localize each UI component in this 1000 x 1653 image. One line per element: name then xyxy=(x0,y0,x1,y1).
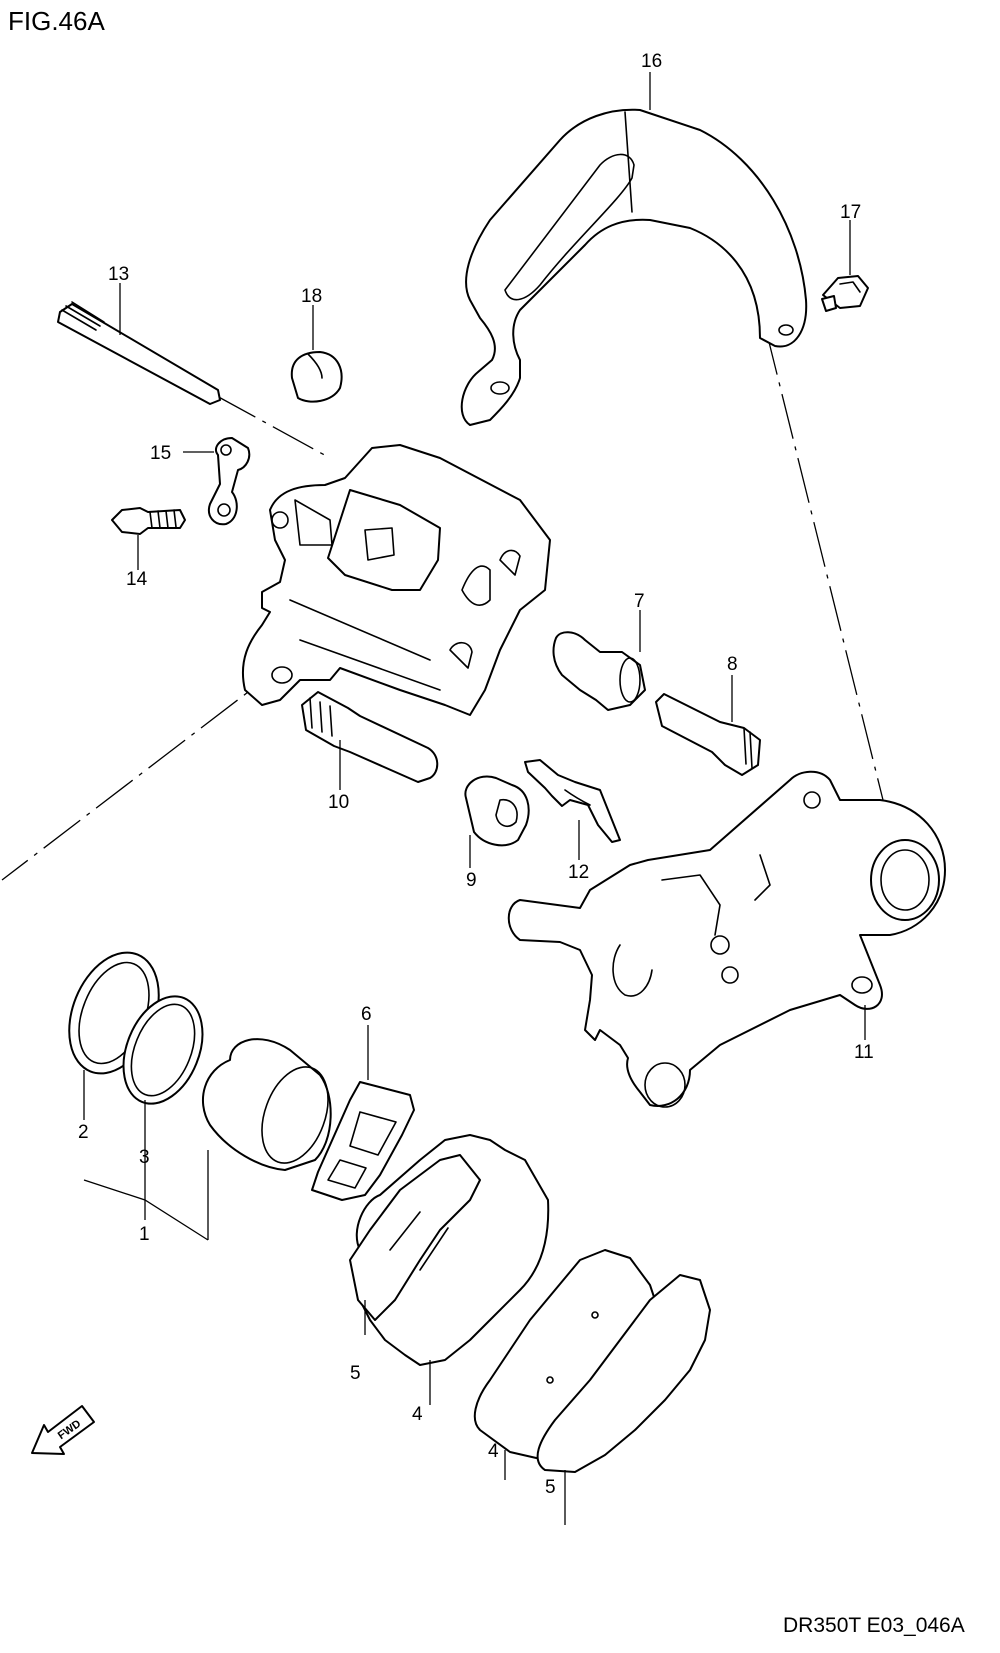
callout-3: 3 xyxy=(139,1147,150,1168)
reference-code: DR350T E03_046A xyxy=(783,1614,965,1637)
callout-15: 15 xyxy=(150,443,171,464)
callout-12: 12 xyxy=(568,862,589,883)
part-17-bolt xyxy=(821,220,869,312)
part-16-caliper-guard xyxy=(460,72,808,426)
callout-17: 17 xyxy=(840,202,861,223)
fwd-direction-arrow: FWD xyxy=(31,1405,95,1455)
callout-18: 18 xyxy=(301,286,322,307)
part-11-caliper-holder xyxy=(507,770,946,1108)
callout-14: 14 xyxy=(126,569,148,590)
callout-7: 7 xyxy=(634,591,645,612)
part-12-pad-spring xyxy=(524,759,621,860)
callout-5a: 5 xyxy=(350,1363,361,1384)
callout-4b: 4 xyxy=(488,1441,499,1462)
part-9-boot xyxy=(464,775,530,868)
part-7-slide-pin xyxy=(552,610,646,711)
callout-9: 9 xyxy=(466,870,477,891)
part-6-shim xyxy=(311,1025,415,1201)
part-10-guide-pin xyxy=(301,691,439,790)
callout-4a: 4 xyxy=(412,1404,423,1425)
callout-16: 16 xyxy=(641,51,662,72)
part-13-pad-pin xyxy=(57,283,221,405)
piston xyxy=(201,1038,332,1171)
brake-pad-inner xyxy=(349,1134,550,1405)
callout-6: 6 xyxy=(361,1004,372,1025)
callout-1: 1 xyxy=(139,1224,150,1245)
callout-5b: 5 xyxy=(545,1477,556,1498)
part-18-cap xyxy=(290,305,343,403)
callout-1-bracket-lines xyxy=(83,1070,209,1241)
callout-13: 13 xyxy=(108,264,129,285)
part-8-slide-pin xyxy=(655,675,761,776)
part-callouts: 16 17 13 18 15 14 7 8 10 9 12 11 6 2 3 1… xyxy=(78,51,874,1498)
callout-11: 11 xyxy=(854,1042,874,1063)
callout-8: 8 xyxy=(727,654,738,675)
part-14-bleeder-valve xyxy=(111,507,186,570)
figure-title: FIG.46A xyxy=(8,6,105,36)
callout-2: 2 xyxy=(78,1122,89,1143)
callout-10: 10 xyxy=(328,792,349,813)
part-3-seal xyxy=(122,995,204,1105)
brake-pad-outer xyxy=(473,1249,711,1525)
part-15-bleeder-cap xyxy=(183,437,251,526)
assembly-center-lines xyxy=(1,329,886,881)
caliper-body xyxy=(241,444,551,716)
